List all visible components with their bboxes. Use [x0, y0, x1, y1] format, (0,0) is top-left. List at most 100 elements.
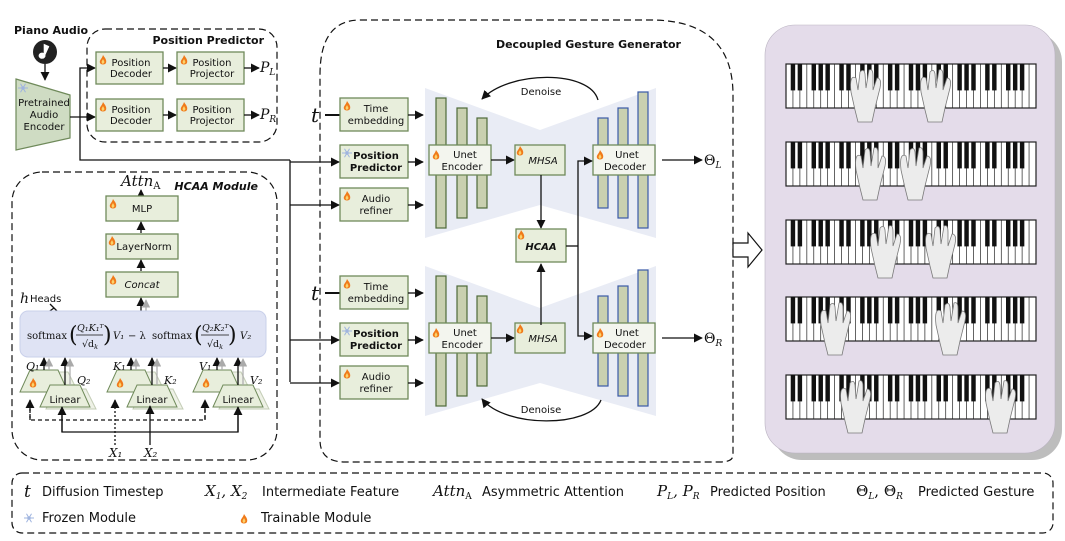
svg-text:Unet: Unet — [453, 150, 477, 161]
svg-text:Position: Position — [193, 58, 232, 69]
denoise-label: Denoise — [521, 87, 561, 98]
attention-formula-box — [19, 310, 267, 358]
svg-text:embedding: embedding — [348, 116, 405, 127]
svg-text:Q₁: Q₁ — [26, 360, 39, 373]
hand-right — [900, 147, 931, 201]
encoder-label-3: Encoder — [24, 122, 66, 133]
mhsa-block: MHSA — [514, 144, 566, 176]
svg-text:Position: Position — [112, 105, 151, 116]
svg-text:PL, PR: PL, PR — [656, 482, 700, 502]
layernorm-block: LayerNorm — [105, 233, 179, 260]
hand-right — [920, 69, 951, 123]
output-p-r: PR — [259, 107, 276, 125]
svg-text:Time: Time — [363, 104, 388, 115]
svg-text:(: ( — [194, 323, 203, 348]
piano-keyboard-5 — [785, 374, 1037, 434]
svg-text:): ) — [228, 323, 237, 348]
svg-text:Audio: Audio — [362, 372, 390, 383]
heads-symbol: h — [20, 291, 29, 307]
svg-text:V₂: V₂ — [250, 374, 262, 387]
attention-formula: softmax ( Q₁K₁ᵀ √dk ) V₁ − λ softmax ( Q… — [27, 323, 251, 351]
linear-group-q: Linear Q₁ Q₂ — [19, 357, 97, 410]
svg-text:Encoder: Encoder — [442, 340, 484, 351]
pretrained-audio-encoder: Pretrained Audio Encoder — [15, 78, 71, 151]
legend-snowflake-icon — [23, 513, 35, 523]
svg-text:Linear: Linear — [49, 395, 81, 406]
svg-text:Decoder: Decoder — [604, 162, 647, 173]
hand-right — [935, 302, 966, 356]
svg-text:Position: Position — [112, 58, 151, 69]
svg-text:Predicted Gesture: Predicted Gesture — [918, 485, 1034, 500]
svg-text:refiner: refiner — [360, 206, 394, 217]
encoder-to-decoder-l-arrow — [70, 63, 96, 118]
svg-text:refiner: refiner — [360, 384, 394, 395]
position-predictor-title: Position Predictor — [152, 34, 264, 47]
svg-text:MHSA: MHSA — [528, 334, 557, 345]
svg-text:Diffusion Timestep: Diffusion Timestep — [42, 485, 163, 500]
piano-keyboard-3 — [785, 219, 1037, 279]
svg-text:LayerNorm: LayerNorm — [116, 242, 171, 253]
svg-text:Projector: Projector — [190, 69, 235, 80]
svg-text:K₁: K₁ — [112, 360, 126, 373]
input-x2: X₂ — [143, 446, 158, 460]
position-projector-r: Position Projector — [176, 98, 245, 132]
piano-audio-title: Piano Audio — [14, 24, 88, 37]
output-p-l: PL — [259, 60, 275, 78]
legend-flame-icon — [240, 514, 248, 524]
svg-text:softmax: softmax — [152, 331, 192, 342]
heads-label: Heads — [30, 294, 61, 305]
hand-left — [870, 225, 901, 279]
hand-left — [820, 302, 851, 356]
svg-text:Asymmetric Attention: Asymmetric Attention — [482, 485, 624, 500]
piano-keyboard-1 — [785, 63, 1037, 123]
encoder-label-2: Audio — [30, 110, 58, 121]
svg-text:K₂: K₂ — [163, 374, 177, 387]
legend: t Diffusion Timestep X1, X2 Intermediate… — [23, 482, 1034, 526]
hand-right — [985, 380, 1016, 434]
gesture-generator-group — [319, 19, 734, 463]
time-symbol: t — [311, 103, 320, 127]
input-x1: X₁ — [108, 446, 122, 460]
attn-output-label: AttnA — [119, 172, 161, 192]
position-predictor-group — [86, 28, 278, 143]
hcaa-module-title: HCAA Module — [174, 180, 258, 193]
hand-left — [855, 147, 886, 201]
svg-text:Concat: Concat — [125, 280, 161, 291]
svg-text:Predicted Position: Predicted Position — [710, 485, 826, 500]
svg-text:AttnA: AttnA — [431, 482, 472, 502]
svg-text:Audio: Audio — [362, 194, 390, 205]
svg-text:HCAA: HCAA — [525, 242, 556, 253]
svg-text:MHSA: MHSA — [528, 156, 557, 167]
svg-text:Decoder: Decoder — [604, 340, 647, 351]
piano-keyboard-2 — [785, 141, 1037, 201]
mlp-block: MLP — [105, 195, 179, 222]
svg-text:V₁: V₁ — [199, 360, 211, 373]
encoder-label-1: Pretrained — [18, 98, 70, 109]
position-decoder-l: Position Decoder — [95, 51, 164, 85]
svg-text:− λ: − λ — [128, 331, 147, 342]
hand-left — [840, 380, 871, 434]
svg-text:X1, X2: X1, X2 — [204, 482, 248, 502]
svg-text:V₁: V₁ — [113, 331, 124, 342]
svg-text:Unet: Unet — [453, 328, 477, 339]
generator-title: Decoupled Gesture Generator — [496, 38, 682, 51]
svg-text:Q₂: Q₂ — [77, 374, 90, 387]
svg-text:Frozen Module: Frozen Module — [42, 511, 136, 526]
hcaa-module-group — [11, 171, 278, 461]
svg-text:Q₁K₁ᵀ: Q₁K₁ᵀ — [77, 323, 105, 334]
svg-text:Decoder: Decoder — [110, 69, 153, 80]
svg-text:MLP: MLP — [132, 204, 152, 215]
result-arrow-icon — [732, 231, 763, 269]
hand-right — [925, 225, 956, 279]
